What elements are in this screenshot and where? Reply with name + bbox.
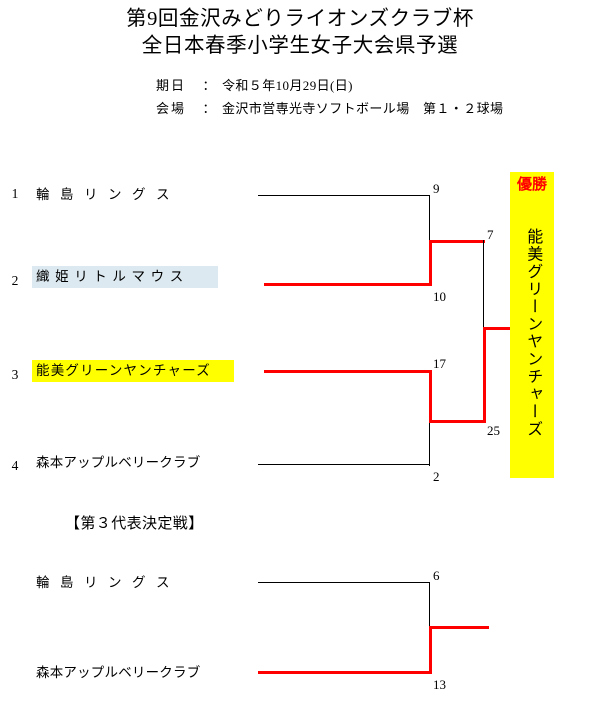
- champion-box: 優勝 能美グリーンヤンチャーズ: [510, 172, 554, 478]
- event-meta: 期日 ： 令和５年10月29日(日) 会場 ： 金沢市営専光寺ソフトボール場 第…: [0, 74, 600, 120]
- team-label-3: 能美グリーンヤンチャーズ: [32, 360, 234, 382]
- score-round1-match1-top: 9: [433, 181, 440, 196]
- team-label-2: 織姫リトルマウス: [32, 266, 218, 288]
- meta-value-date: 令和５年10月29日(日): [222, 78, 353, 93]
- bracket-vline-match2-top: [429, 370, 432, 420]
- meta-colon-date: ：: [202, 78, 216, 93]
- meta-row-date: 期日 ： 令和５年10月29日(日): [0, 74, 600, 97]
- score-final-bottom: 25: [487, 423, 500, 438]
- playoff-score-bottom: 13: [433, 677, 446, 692]
- playoff-heading: 【第３代表決定戦】: [65, 516, 204, 532]
- bracket-line-semifinal-bottom: [429, 420, 485, 423]
- bracket-line-semifinal-top: [429, 240, 485, 243]
- meta-row-venue: 会場 ： 金沢市営専光寺ソフトボール場 第１・２球場: [0, 97, 600, 120]
- bracket-vline-final-bottom: [483, 327, 486, 423]
- champion-team-name: 能美グリーンヤンチャーズ: [524, 228, 542, 438]
- team-label-1: 輪島リングス: [36, 187, 180, 202]
- score-round1-match2-bottom: 2: [433, 469, 440, 484]
- team-label-4: 森本アップルベリークラブ: [36, 455, 201, 470]
- bracket-vline-match1-bottom: [429, 240, 432, 286]
- playoff-vline-top: [429, 582, 430, 627]
- champion-title-label: 優勝: [516, 177, 547, 193]
- seed-number-2: 2: [11, 273, 19, 288]
- seed-number-1: 1: [11, 186, 19, 201]
- meta-label-date: 期日: [156, 78, 187, 93]
- seed-number-4: 4: [11, 458, 19, 473]
- playoff-team-label-1: 輪島リングス: [36, 575, 180, 590]
- bracket-line-team2: [264, 283, 432, 286]
- score-final-top: 7: [487, 227, 494, 242]
- seed-number-3: 3: [11, 367, 19, 382]
- title-line-2: 全日本春季小学生女子大会県予選: [141, 35, 459, 57]
- score-round1-match1-bottom: 10: [433, 289, 446, 304]
- bracket-vline-match2-bottom: [429, 420, 430, 466]
- playoff-team-label-2: 森本アップルベリークラブ: [36, 665, 201, 680]
- bracket-line-team4: [258, 464, 430, 465]
- bracket-vline-match1-top: [429, 195, 430, 241]
- bracket-line-team1: [258, 195, 430, 196]
- playoff-line-winner: [429, 626, 489, 629]
- playoff-score-top: 6: [433, 568, 440, 583]
- playoff-vline-bottom: [429, 626, 432, 673]
- bracket-vline-final-top: [483, 240, 484, 328]
- bracket-line-team3: [264, 370, 432, 373]
- meta-value-venue: 金沢市営専光寺ソフトボール場 第１・２球場: [222, 101, 504, 116]
- page-title: 第9回金沢みどりライオンズクラブ杯 全日本春季小学生女子大会県予選: [0, 6, 600, 60]
- bracket-line-champion-connector: [483, 327, 511, 330]
- meta-colon-venue: ：: [202, 101, 216, 116]
- meta-label-venue: 会場: [156, 101, 187, 116]
- score-round1-match2-top: 17: [433, 356, 446, 371]
- playoff-line-team1: [258, 582, 430, 583]
- playoff-line-team2: [258, 671, 432, 674]
- title-line-1: 第9回金沢みどりライオンズクラブ杯: [125, 8, 475, 30]
